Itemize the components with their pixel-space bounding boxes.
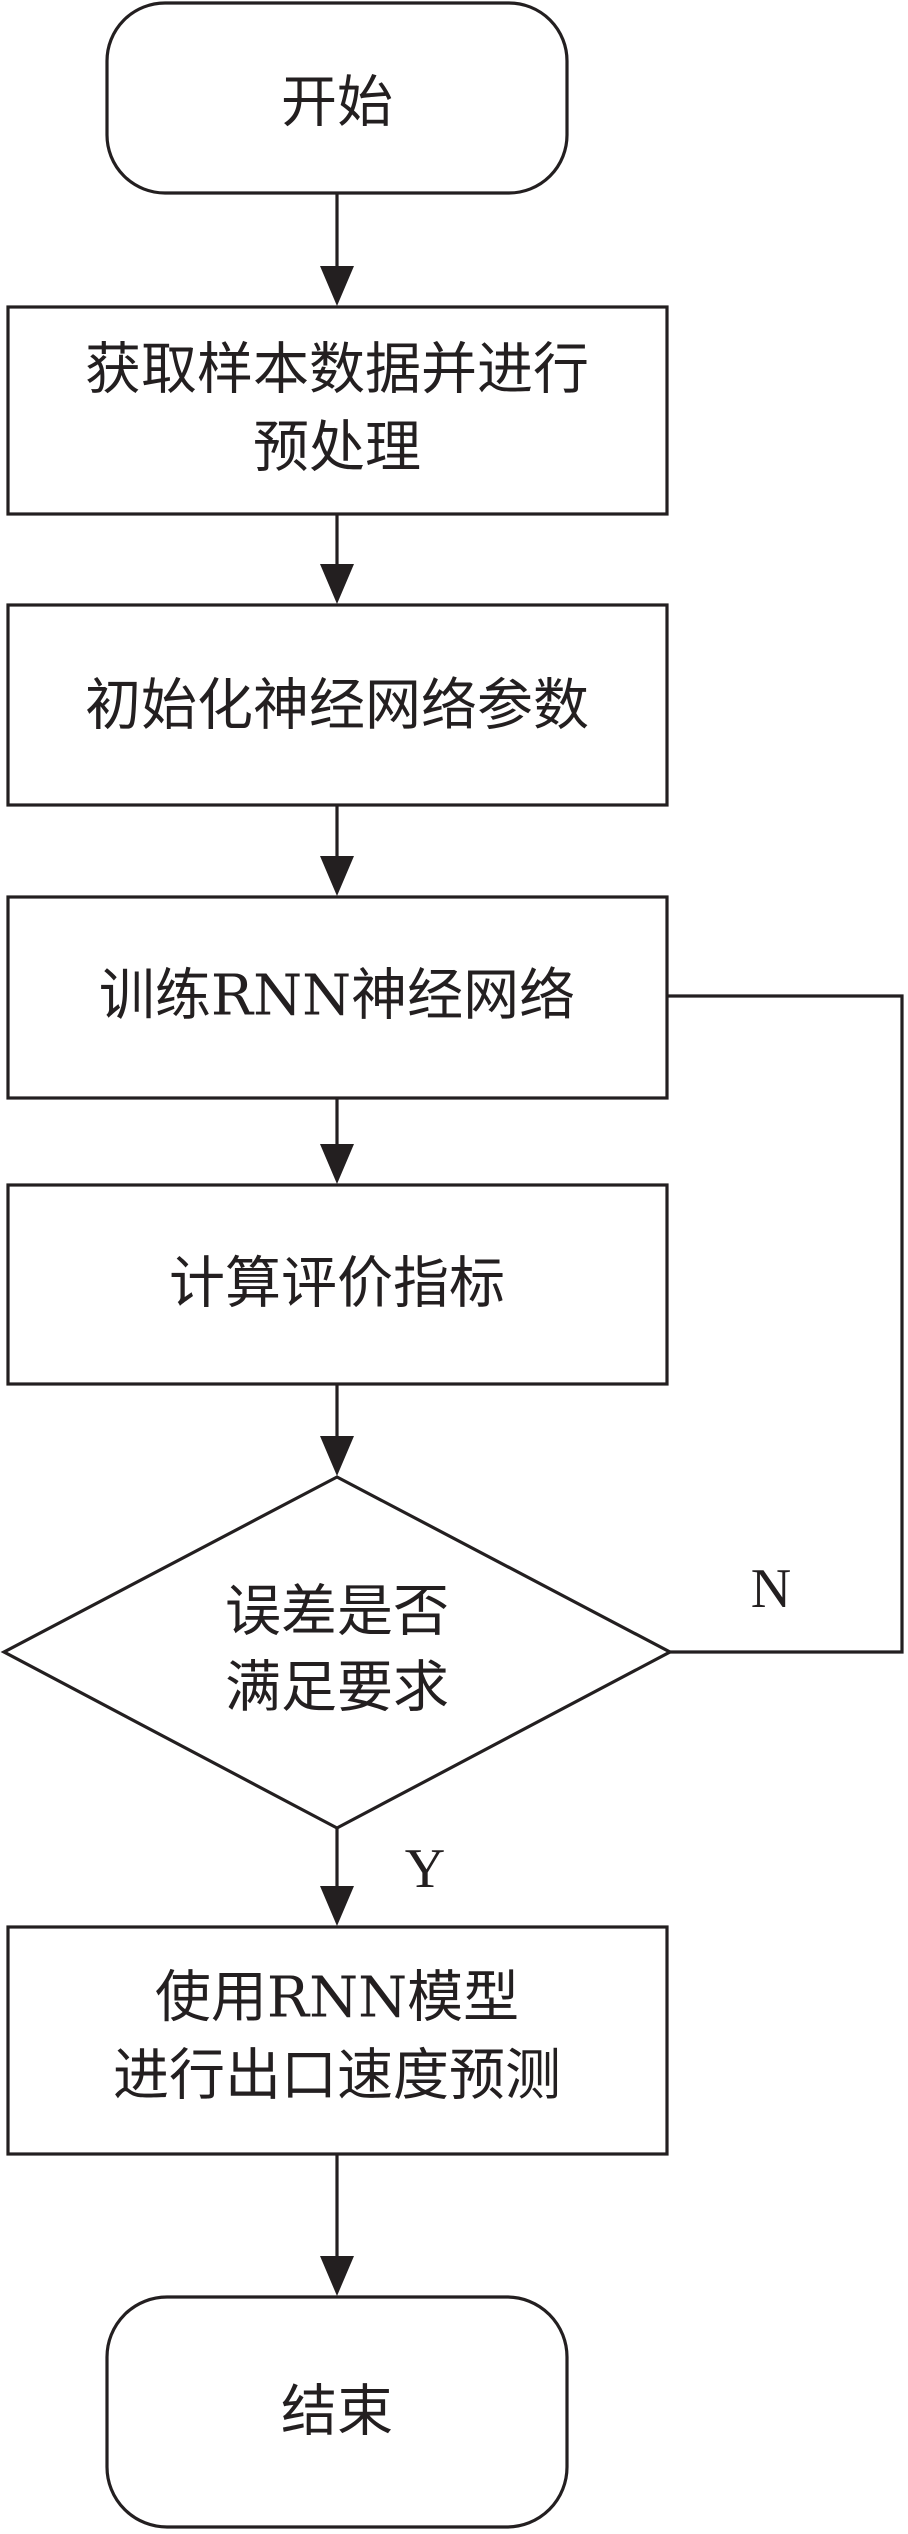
end-terminal <box>105 2295 569 2529</box>
end-label: 结束 <box>281 2380 393 2445</box>
acquire-data-label-line1: 获取样本数据并进行 <box>85 338 589 403</box>
predict-label-line2: 进行出口速度预测 <box>113 2044 561 2109</box>
error-decision-diamond <box>0 1475 674 1830</box>
arrowhead-train-to-compute <box>320 1144 354 1184</box>
acquire-data-label-line2: 预处理 <box>253 416 421 481</box>
compute-metrics-label: 计算评价指标 <box>169 1252 505 1317</box>
arrowhead-acquire-to-init <box>320 564 354 604</box>
arrowhead-compute-to-decision <box>320 1436 354 1476</box>
compute-metrics-box <box>6 1183 669 1386</box>
loop-no-to-train <box>667 994 904 1654</box>
train-rnn-label: 训练RNN神经网络 <box>99 964 575 1029</box>
decision-label-line1: 误差是否 <box>225 1580 449 1645</box>
arrowhead-predict-to-end <box>320 2256 354 2296</box>
decision-label-line2: 满足要求 <box>225 1656 449 1721</box>
no-branch-label: N <box>751 1558 791 1620</box>
predict-label-line1: 使用RNN模型 <box>155 1966 519 2031</box>
acquire-data-box <box>6 305 669 516</box>
predict-box <box>6 1925 669 2156</box>
start-label: 开始 <box>281 71 393 136</box>
arrowhead-decision-to-predict <box>320 1886 354 1926</box>
arrowhead-init-to-train <box>320 856 354 896</box>
init-params-label: 初始化神经网络参数 <box>85 674 589 739</box>
yes-branch-label: Y <box>405 1838 445 1900</box>
arrowhead-start-to-acquire <box>320 266 354 306</box>
